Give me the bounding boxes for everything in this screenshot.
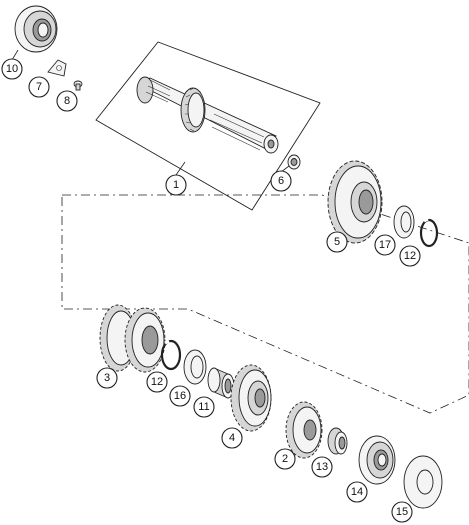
svg-text:3: 3 [104, 372, 110, 384]
callout-16[interactable]: 16 [169, 385, 191, 407]
callout-10[interactable]: 10 [1, 58, 23, 80]
shaft-assembly-frame [95, 41, 321, 211]
callout-8[interactable]: 8 [56, 90, 78, 112]
svg-text:13: 13 [316, 461, 328, 473]
main-shaft-part[interactable] [136, 76, 279, 154]
svg-text:16: 16 [174, 390, 186, 402]
washer-16-part[interactable] [183, 349, 207, 385]
bearing-part[interactable] [14, 5, 58, 53]
svg-text:11: 11 [198, 401, 209, 413]
double-gear-3-part[interactable] [99, 304, 166, 373]
shim-15-part[interactable] [403, 455, 443, 509]
svg-text:7: 7 [36, 81, 42, 93]
svg-text:14: 14 [351, 486, 363, 498]
callout-4[interactable]: 4 [221, 427, 243, 449]
circlip-12-lower-part[interactable] [160, 339, 182, 371]
bearing-14-part[interactable] [358, 435, 396, 485]
svg-text:15: 15 [396, 506, 408, 518]
svg-text:5: 5 [334, 236, 340, 248]
screw-part[interactable] [73, 80, 83, 91]
washer-17-part[interactable] [393, 205, 415, 239]
callout-12-upper[interactable]: 12 [399, 245, 421, 267]
callout-11[interactable]: 11 [193, 396, 215, 418]
svg-text:10: 10 [6, 63, 18, 75]
callout-6[interactable]: 6 [270, 170, 292, 192]
callout-1[interactable]: 1 [165, 174, 187, 196]
shaft-gear-teeth [180, 87, 206, 133]
callout-2[interactable]: 2 [274, 448, 296, 470]
gear-4-part[interactable] [230, 364, 272, 432]
circlip-12-upper-part[interactable] [419, 217, 439, 248]
svg-text:12: 12 [404, 250, 416, 262]
callout-17[interactable]: 17 [374, 234, 396, 256]
svg-text:8: 8 [64, 95, 70, 107]
needle-bearing-11-part[interactable] [207, 367, 235, 399]
callout-13[interactable]: 13 [311, 456, 333, 478]
callout-14[interactable]: 14 [346, 481, 368, 503]
gear-2-part[interactable] [285, 401, 323, 459]
callout-7[interactable]: 7 [28, 76, 50, 98]
callout-3[interactable]: 3 [96, 367, 118, 389]
locking-plate-part[interactable] [47, 59, 67, 77]
svg-text:12: 12 [151, 376, 163, 388]
bush-13-part[interactable] [327, 427, 348, 455]
svg-text:6: 6 [278, 175, 284, 187]
svg-text:1: 1 [173, 179, 179, 191]
callout-12-lower[interactable]: 12 [146, 371, 168, 393]
leader-line-10 [11, 49, 19, 61]
svg-text:4: 4 [229, 432, 235, 444]
callout-15[interactable]: 15 [391, 501, 413, 523]
svg-text:17: 17 [379, 239, 391, 251]
leader-line-1 [175, 161, 186, 176]
callout-5[interactable]: 5 [326, 231, 348, 253]
bush-part[interactable] [287, 154, 301, 170]
svg-text:2: 2 [282, 453, 288, 465]
gear-5-part[interactable] [327, 160, 383, 244]
